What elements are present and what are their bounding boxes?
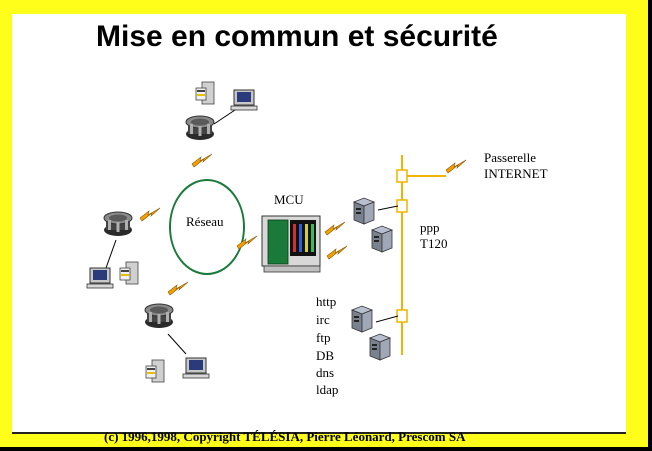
lightning-icon: [324, 221, 346, 236]
protocol-db: DB: [316, 348, 335, 363]
lightning-icon: [445, 159, 467, 174]
router-icon: [103, 211, 133, 237]
workstation-icon: [195, 81, 215, 105]
computer-icon: [86, 267, 114, 289]
network-label: Réseau: [186, 214, 224, 229]
backbone-tap: [396, 169, 408, 183]
lightning-icon: [236, 235, 258, 250]
gateway-label-line1: Passerelle: [484, 150, 536, 165]
workstation-icon: [119, 261, 139, 285]
link-line: [105, 239, 117, 269]
gateway-label-line2: INTERNET: [484, 166, 548, 181]
server-icon: [371, 225, 393, 253]
protocol-dns: dns: [316, 365, 335, 380]
backbone-tap: [396, 199, 408, 213]
protocol-t120: T120: [420, 236, 448, 251]
router-icon: [185, 115, 215, 141]
workstation-icon: [145, 359, 165, 383]
link-line: [377, 205, 399, 211]
router-icon: [144, 303, 174, 329]
server-icon: [353, 197, 375, 225]
lightning-icon: [139, 207, 161, 222]
protocol-ppp: ppp: [420, 220, 440, 235]
computer-icon: [230, 89, 258, 111]
lightning-icon: [191, 153, 213, 168]
protocol-http: http: [316, 294, 337, 309]
backbone-tap: [396, 309, 408, 323]
slide-title: Mise en commun et sécurité: [96, 20, 498, 53]
copyright-notice: (c) 1996,1998, Copyright TÉLÉSIA, Pierre…: [104, 429, 466, 444]
server-icon: [369, 333, 391, 361]
server-icon: [351, 305, 373, 333]
network-ellipse: [169, 179, 245, 275]
link-line: [213, 107, 239, 125]
protocol-irc: irc: [316, 312, 330, 327]
protocol-ldap: ldap: [316, 382, 339, 397]
mcu-label: MCU: [274, 192, 304, 207]
link-line: [167, 333, 187, 355]
mcu-icon: [261, 215, 321, 273]
lightning-icon: [167, 281, 189, 296]
protocol-ftp: ftp: [316, 330, 331, 345]
computer-icon: [182, 357, 210, 379]
link-line: [375, 315, 399, 323]
lightning-icon: [326, 245, 348, 260]
